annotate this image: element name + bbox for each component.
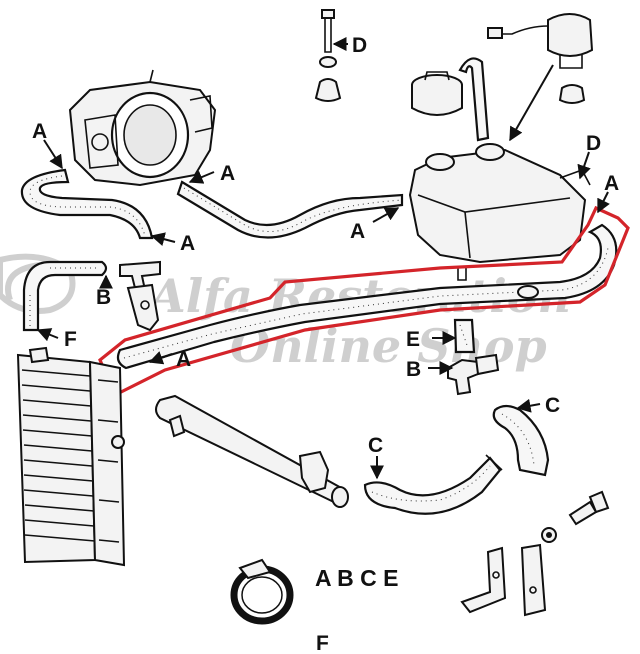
hose-c-lower xyxy=(363,454,503,515)
callout-d-1: D xyxy=(352,34,367,57)
callout-c-2: C xyxy=(368,434,383,457)
callout-c-1: C xyxy=(545,394,560,417)
legend-hose-codes: A B C E xyxy=(315,565,399,591)
mounting-bracket xyxy=(460,543,547,617)
hose-a-throttle-right xyxy=(176,180,404,239)
radiator xyxy=(16,346,126,567)
callout-labels: A A A A A A B B C C D D E F xyxy=(32,34,619,457)
throttle-body xyxy=(68,69,217,187)
bleed-pipe xyxy=(458,57,490,142)
hose-highlight-outline xyxy=(98,205,630,398)
callout-d-2: D xyxy=(586,132,601,155)
callout-b-2: B xyxy=(406,358,421,381)
tank-cap xyxy=(411,71,463,116)
t-connector-center xyxy=(447,353,500,396)
callout-a-3: A xyxy=(180,232,195,255)
small-bolt xyxy=(541,490,610,543)
water-pipe xyxy=(155,394,349,508)
t-connector-left xyxy=(119,260,161,332)
bolt-d xyxy=(314,9,342,102)
hose-long-a xyxy=(116,223,618,370)
callout-a-2: A xyxy=(220,162,235,185)
hose-short-left xyxy=(22,260,108,332)
callout-f: F xyxy=(64,328,77,351)
callout-a-6: A xyxy=(176,348,191,371)
legend-clamp-code: F xyxy=(316,632,329,654)
expansion-tank xyxy=(408,143,591,281)
hose-clamp-f xyxy=(230,558,294,625)
hose-c-upper xyxy=(492,404,550,477)
hose-e xyxy=(453,318,476,354)
callout-e: E xyxy=(406,328,420,351)
callout-a-4: A xyxy=(350,220,365,243)
leader-lines xyxy=(36,37,610,480)
level-sensor xyxy=(487,13,594,142)
callout-a-5: A xyxy=(604,172,619,195)
callout-b-1: B xyxy=(96,286,111,309)
callout-a-1: A xyxy=(32,120,47,143)
